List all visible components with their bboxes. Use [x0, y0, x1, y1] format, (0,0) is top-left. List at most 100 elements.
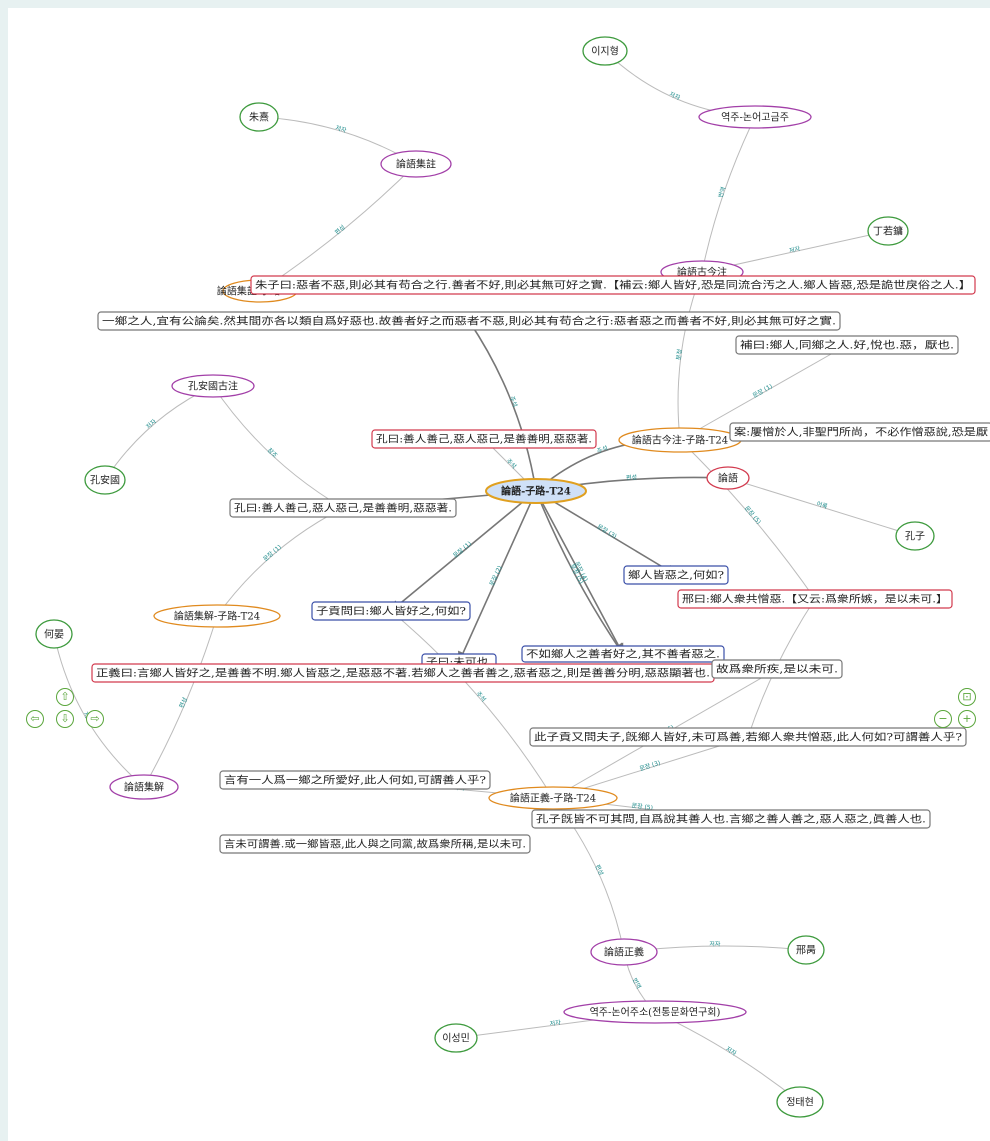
node-yeokju-goguemju[interactable]: 역주-논어고금주	[698, 105, 812, 129]
node-zhengyi-t24[interactable]: 論語正義-子路-T24	[488, 786, 618, 810]
edge-label: 저자	[144, 417, 158, 431]
node-label: 論語正義-子路-T24	[510, 792, 596, 805]
text-node-kongzijie[interactable]: 孔子旣皆不可其問,自爲說其善人也.言鄉之善人善之,惡人惡之,眞善人也.	[531, 809, 931, 829]
edge-label: 저자	[668, 90, 682, 102]
pan-up-button[interactable]: ⇧	[56, 688, 74, 706]
text-node-label: 案:屢憎於人,非聖門所尚，不必作憎惡說,恐是厭	[734, 426, 988, 439]
node-label: 論語	[718, 472, 738, 485]
graph-edge	[679, 439, 816, 600]
zoom-fit-button[interactable]: ⊡	[958, 688, 976, 706]
edge-label: 문장 (5)	[631, 801, 653, 811]
graph-edge	[468, 320, 540, 493]
node-label: 역주-논어주소(전통문화연구회)	[590, 1007, 721, 1019]
text-node-cizigong[interactable]: 此子貢又問夫子,旣鄉人皆好,未可爲善,若鄉人衆共憎惡,此人何如?可謂善人乎?	[529, 727, 967, 747]
text-node-buyue[interactable]: 補曰:鄉人,同鄉之人.好,悅也.惡，厭也.	[735, 335, 959, 355]
node-heyan[interactable]: 何晏	[35, 619, 73, 649]
node-jijie[interactable]: 論語集解	[109, 774, 179, 800]
text-node-label: 言未可謂善.或一鄉皆惡,此人與之同黨,故爲衆所稱,是以未可.	[224, 838, 526, 851]
node-kongzi[interactable]: 孔子	[895, 521, 935, 551]
text-node-zhuzi[interactable]: 朱子曰:惡者不惡,則必其有苟合之行.善者不好,則必其無可好之實.【補云:鄉人皆好…	[250, 275, 976, 295]
text-node-xingyue[interactable]: 邢曰:鄉人衆共憎惡.【又云:爲衆所嫉，是以未可.】	[677, 589, 953, 609]
node-yeokju-nonojuso[interactable]: 역주-논어주소(전통문화연구회)	[563, 1000, 747, 1024]
edge-label: 문장 (1)	[451, 540, 473, 560]
node-label: 論語古今注	[677, 266, 727, 279]
graph-edge	[701, 116, 756, 273]
text-node-yanyou[interactable]: 言有一人爲一鄉之所愛好,此人何如,可謂善人乎?	[219, 770, 491, 790]
node-label: 論語正義	[604, 946, 644, 959]
edge-label: 편성	[626, 473, 638, 482]
edge-label: 문장 (3)	[638, 759, 661, 773]
text-node-kongyue-red[interactable]: 孔曰:善人善己,惡人惡己,是善善明,惡惡著.	[371, 429, 597, 449]
edge-label: 저자	[788, 244, 801, 254]
text-node-label: 故爲衆所疾,是以未可.	[716, 663, 838, 676]
node-label: 孔安國古注	[188, 380, 238, 393]
node-ijihyeong[interactable]: 이지형	[582, 36, 628, 66]
node-label: 朱熹	[249, 111, 269, 124]
node-iseongmin[interactable]: 이성민	[434, 1023, 478, 1053]
edge-label: 번역	[716, 186, 727, 199]
text-node-label: 子貢問曰:鄉人皆好之,何如?	[316, 605, 466, 618]
edge-label: 편성	[593, 863, 605, 876]
node-kong[interactable]: 孔安國	[84, 465, 126, 495]
node-label: 論語集解-子路-T24	[174, 610, 260, 623]
edge-label: 편성	[177, 696, 189, 709]
node-zhengyi[interactable]: 論語正義	[590, 938, 658, 966]
edge-label: 주석	[505, 457, 518, 470]
text-node-label: 正義曰:言鄉人皆好之,是善善不明.鄉人皆惡之,是惡惡不著.若鄉人之善者善之,惡者…	[96, 667, 710, 680]
text-node-label: 孔曰:善人善己,惡人惡己,是善善明,惡惡著.	[234, 502, 452, 515]
node-dingruoyong[interactable]: 丁若鏞	[867, 216, 909, 246]
node-label: 孔安國	[90, 474, 120, 487]
graph-edge	[654, 1011, 801, 1103]
text-node-label: 一鄉之人,宜有公論矣.然其間亦各以類自爲好惡也.故善者好之而惡者不惡,則必其有苟…	[102, 315, 836, 328]
text-node-yixiang[interactable]: 一鄉之人,宜有公論矣.然其間亦各以類自爲好惡也.故善者好之而惡者不惡,則必其有苟…	[97, 311, 841, 331]
edge-label: 문장 (2)	[488, 564, 504, 587]
graph-edge	[390, 610, 554, 799]
node-gujinzhu-t24[interactable]: 論語古今注-子路-T24	[618, 427, 742, 453]
node-jeongtaehyeon[interactable]: 정태현	[776, 1086, 824, 1118]
text-node-gushiwei[interactable]: 故爲衆所疾,是以未可.	[711, 659, 843, 679]
node-jizhu[interactable]: 論語集註	[380, 150, 452, 178]
text-node-xiangren[interactable]: 鄉人皆惡之,何如?	[623, 565, 729, 585]
text-node-zhengyiyue[interactable]: 正義曰:言鄉人皆好之,是善善不明.鄉人皆惡之,是惡惡不著.若鄉人之善者善之,惡者…	[91, 663, 715, 683]
zoom-in-button[interactable]: +	[958, 710, 976, 728]
nodes-layer: 이지형역주-논어고금주朱熹論語集註丁若鏞論語古今注論語集註-子路-T24孔安國古…	[35, 36, 990, 1118]
node-jijie-t24[interactable]: 論語集解-子路-T24	[153, 604, 281, 628]
node-label: 論語集註	[396, 158, 436, 171]
text-node-label: 鄉人皆惡之,何如?	[628, 569, 724, 582]
text-node-zigong[interactable]: 子貢問曰:鄉人皆好之,何如?	[311, 601, 471, 621]
node-label: 丁若鏞	[873, 225, 903, 238]
graph-edge	[104, 385, 214, 481]
text-node-bururen[interactable]: 不如鄉人之善者好之,其不善者惡之.	[521, 645, 725, 663]
text-node-kongyue[interactable]: 孔曰:善人善己,惡人惡己,是善善明,惡惡著.	[229, 498, 457, 518]
node-label: 孔子	[905, 531, 925, 543]
text-node-label: 孔子旣皆不可其問,自爲說其善人也.言鄉之善人善之,惡人惡之,眞善人也.	[536, 813, 926, 826]
edge-label: 주석	[474, 690, 487, 704]
edge-label: 문장 (5)	[743, 504, 763, 526]
text-node-an[interactable]: 案:屢憎於人,非聖門所尚，不必作憎惡說,恐是厭	[729, 422, 990, 442]
graph-edge	[535, 490, 624, 655]
node-label: 역주-논어고금주	[721, 112, 789, 124]
pan-right-button[interactable]: ⇨	[86, 710, 104, 728]
edges-layer	[51, 50, 916, 1103]
text-node-yanwei[interactable]: 言未可謂善.或一鄉皆惡,此人與之同黨,故爲衆所稱,是以未可.	[219, 834, 531, 854]
node-label: 이지형	[591, 46, 619, 58]
text-node-label: 邢曰:鄉人衆共憎惡.【又云:爲衆所嫉，是以未可.】	[682, 593, 948, 606]
node-kong-guzhu[interactable]: 孔安國古注	[171, 374, 255, 398]
node-label: 論語集解	[124, 781, 164, 794]
node-label: 이성민	[442, 1033, 470, 1045]
node-label: 論語-子路-T24	[501, 485, 571, 498]
edge-label: 어록	[816, 500, 829, 511]
graph-edge	[727, 477, 916, 538]
zoom-out-button[interactable]: −	[934, 710, 952, 728]
edge-label: 저자	[335, 124, 348, 135]
text-node-label: 不如鄉人之善者好之,其不善者惡之.	[526, 648, 720, 661]
pan-left-button[interactable]: ⇦	[26, 710, 44, 728]
node-lunyu[interactable]: 論語	[706, 466, 750, 490]
pan-down-button[interactable]: ⇩	[56, 710, 74, 728]
edge-label: 저자	[549, 1018, 561, 1027]
node-center[interactable]: 論語-子路-T24	[485, 478, 587, 504]
node-xingbing[interactable]: 邢昺	[787, 935, 825, 965]
node-zhuxi[interactable]: 朱熹	[239, 102, 279, 132]
